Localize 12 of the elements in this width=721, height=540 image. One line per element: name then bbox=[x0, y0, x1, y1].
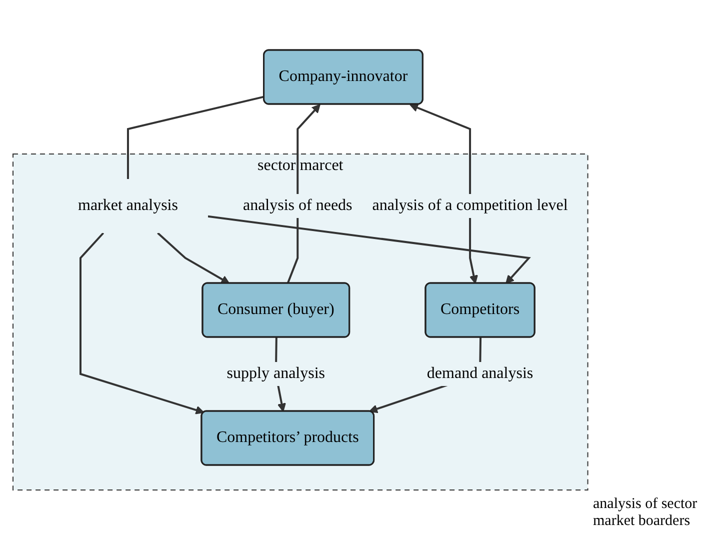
arrow bbox=[156, 232, 230, 284]
edge-label: analysis of needs bbox=[242, 197, 352, 214]
edge-label: supply analysis bbox=[226, 365, 325, 382]
arrow bbox=[207, 215, 531, 284]
note-text: analysis of sector market boarders bbox=[593, 496, 698, 530]
node-text: market analysis bbox=[78, 197, 178, 214]
connector bbox=[126, 96, 264, 179]
arrow bbox=[286, 104, 320, 284]
arrow bbox=[409, 104, 478, 284]
edge-label: analysis of a competition level bbox=[372, 197, 568, 214]
arrow bbox=[79, 232, 204, 414]
edge-label: demand analysis bbox=[426, 365, 533, 382]
